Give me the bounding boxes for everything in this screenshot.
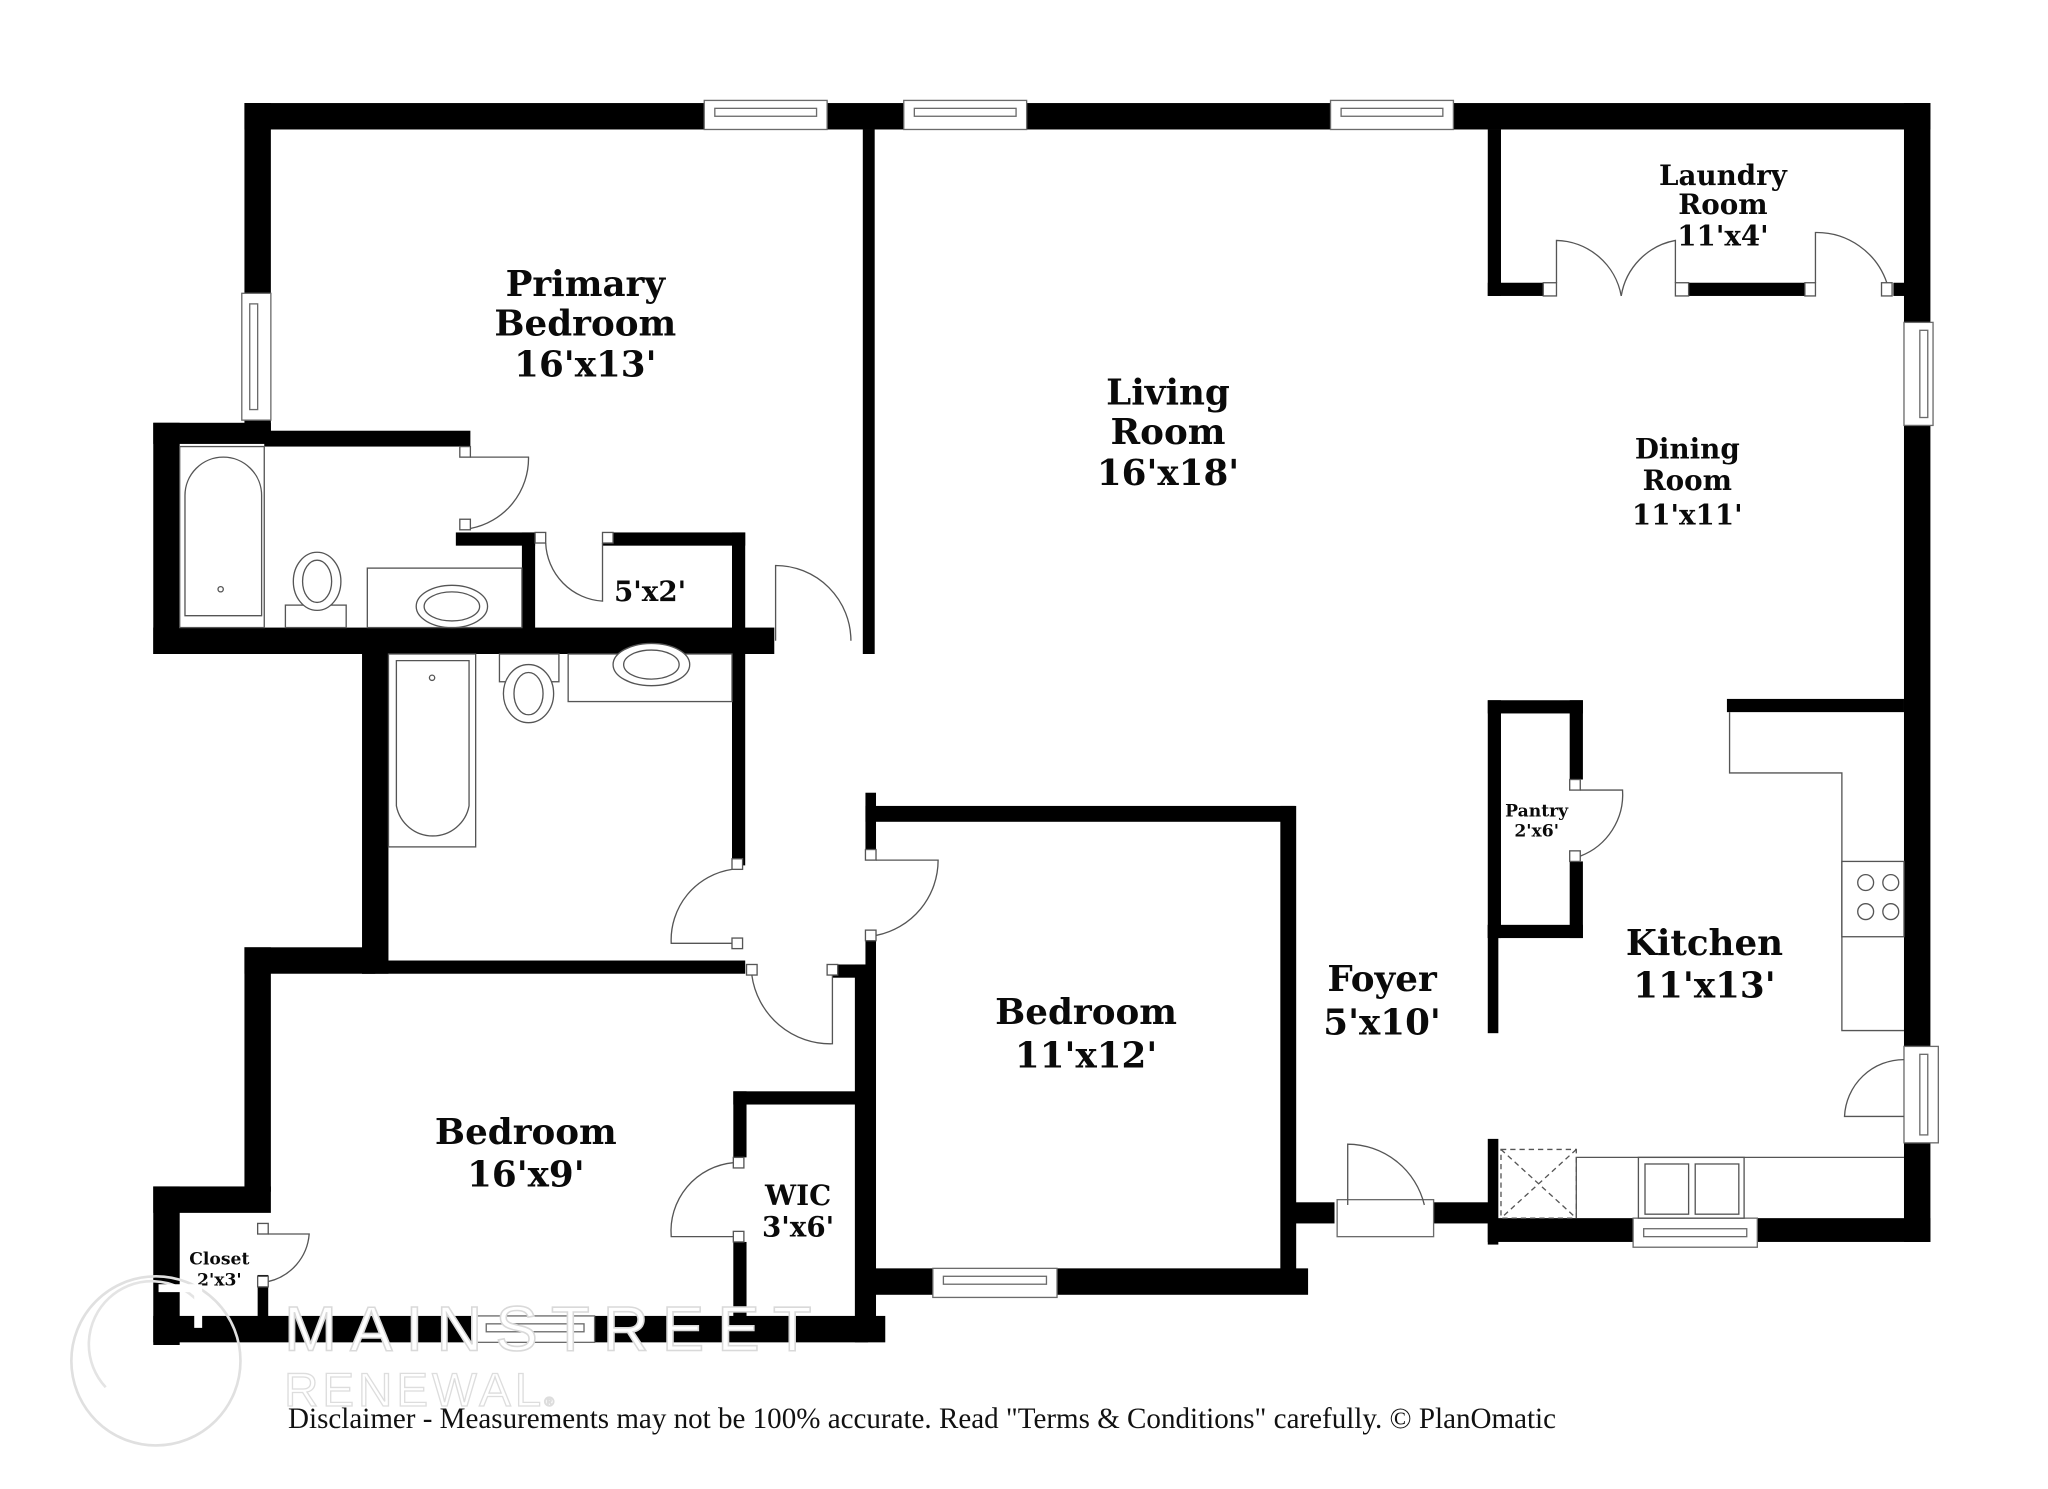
svg-text:Room: Room <box>1678 188 1767 221</box>
door-5x2-closet[interactable] <box>534 531 614 602</box>
svg-text:Kitchen: Kitchen <box>1626 923 1783 964</box>
primary-bath-fixtures <box>179 445 523 629</box>
svg-text:2'x3': 2'x3' <box>197 1271 242 1291</box>
svg-text:Dining: Dining <box>1635 432 1740 465</box>
window-left-primary <box>241 292 272 421</box>
toilet-icon <box>502 663 555 724</box>
window-right-kitchen <box>1903 1045 1939 1144</box>
room-labels: Primary Bedroom 16'x13' Living Room 16'x… <box>189 159 1788 1291</box>
label-kitchen: Kitchen 11'x13' <box>1626 923 1783 1006</box>
door-laundry-right[interactable] <box>1804 231 1893 297</box>
windows <box>241 99 1939 1344</box>
svg-text:16'x13': 16'x13' <box>514 345 656 386</box>
svg-text:Bedroom: Bedroom <box>995 992 1177 1033</box>
window-top-2 <box>903 99 1028 131</box>
cooktop-icon <box>1841 860 1905 938</box>
door-bedroom2[interactable] <box>864 848 939 942</box>
door-wic[interactable] <box>670 1156 745 1243</box>
svg-text:Primary: Primary <box>506 264 667 305</box>
door-pantry[interactable] <box>1569 778 1624 863</box>
svg-text:Living: Living <box>1106 372 1230 413</box>
label-closet: Closet 2'x3' <box>189 1249 249 1290</box>
svg-text:Bedroom: Bedroom <box>494 304 676 345</box>
label-primary-bedroom: Primary Bedroom 16'x13' <box>494 264 676 386</box>
door-bedroom3[interactable] <box>745 963 839 1045</box>
svg-text:Pantry: Pantry <box>1505 802 1569 822</box>
label-bedroom-3: Bedroom 16'x9' <box>435 1112 617 1195</box>
walls <box>153 103 1931 1345</box>
label-dining-room: Dining Room 11'x11' <box>1632 432 1743 531</box>
double-sink-icon <box>1637 1156 1745 1219</box>
door-hall-bath[interactable] <box>670 858 744 950</box>
watermark-logo: MAINSTREET RENEWAL ® <box>70 1274 825 1447</box>
window-top-3 <box>1329 99 1455 131</box>
watermark-registered: ® <box>544 1394 558 1409</box>
label-pantry: Pantry 2'x6' <box>1505 802 1569 842</box>
svg-text:11'x13': 11'x13' <box>1633 966 1775 1007</box>
bathtub-icon <box>179 445 265 629</box>
door-primary-bedroom[interactable] <box>774 564 852 641</box>
door-kitchen-side[interactable] <box>1843 1058 1904 1118</box>
door-primary-bath[interactable] <box>459 445 530 531</box>
svg-text:11'x11': 11'x11' <box>1632 499 1743 532</box>
label-5x2-closet: 5'x2' <box>614 575 686 608</box>
svg-text:Laundry: Laundry <box>1659 159 1788 192</box>
bathtub-icon <box>387 653 477 848</box>
svg-text:2'x6': 2'x6' <box>1514 821 1559 841</box>
svg-text:5'x10': 5'x10' <box>1323 1003 1441 1044</box>
window-kitchen-sink <box>1632 1217 1758 1248</box>
label-laundry-room: Laundry Room 11'x4' <box>1659 159 1788 253</box>
disclaimer-text: Disclaimer - Measurements may not be 100… <box>288 1403 1556 1435</box>
kitchen-fixtures <box>1500 712 1905 1219</box>
window-bedroom3 <box>475 1315 596 1344</box>
label-wic: WIC 3'x6' <box>762 1179 834 1244</box>
window-top-1 <box>703 99 828 131</box>
svg-text:3'x6': 3'x6' <box>762 1211 834 1244</box>
svg-text:Room: Room <box>1643 464 1732 497</box>
label-living-room: Living Room 16'x18' <box>1097 372 1239 494</box>
dishwasher-icon <box>1500 1148 1577 1219</box>
svg-text:16'x9': 16'x9' <box>467 1154 585 1195</box>
svg-text:11'x4': 11'x4' <box>1677 220 1768 253</box>
svg-text:Closet: Closet <box>189 1249 249 1269</box>
toilet-icon <box>292 551 342 612</box>
svg-text:Room: Room <box>1111 412 1226 453</box>
watermark-line1: MAINSTREET <box>284 1294 825 1364</box>
svg-text:WIC: WIC <box>764 1179 831 1212</box>
logo-icon <box>70 1274 242 1447</box>
watermark-line2: RENEWAL <box>284 1364 545 1417</box>
label-bedroom-2: Bedroom 11'x12' <box>995 992 1177 1077</box>
label-foyer: Foyer 5'x10' <box>1323 959 1441 1044</box>
door-laundry-double[interactable] <box>1542 239 1690 297</box>
door-closet[interactable] <box>256 1222 310 1288</box>
doors <box>256 231 1904 1288</box>
door-front-entry[interactable] <box>1336 1143 1435 1238</box>
svg-text:16'x18': 16'x18' <box>1097 453 1239 494</box>
window-bedroom2 <box>932 1267 1058 1299</box>
window-right-dining <box>1903 321 1934 427</box>
svg-text:Bedroom: Bedroom <box>435 1112 617 1153</box>
svg-text:11'x12': 11'x12' <box>1015 1036 1157 1077</box>
svg-text:Foyer: Foyer <box>1327 959 1438 1000</box>
hall-bath-fixtures <box>387 642 733 848</box>
